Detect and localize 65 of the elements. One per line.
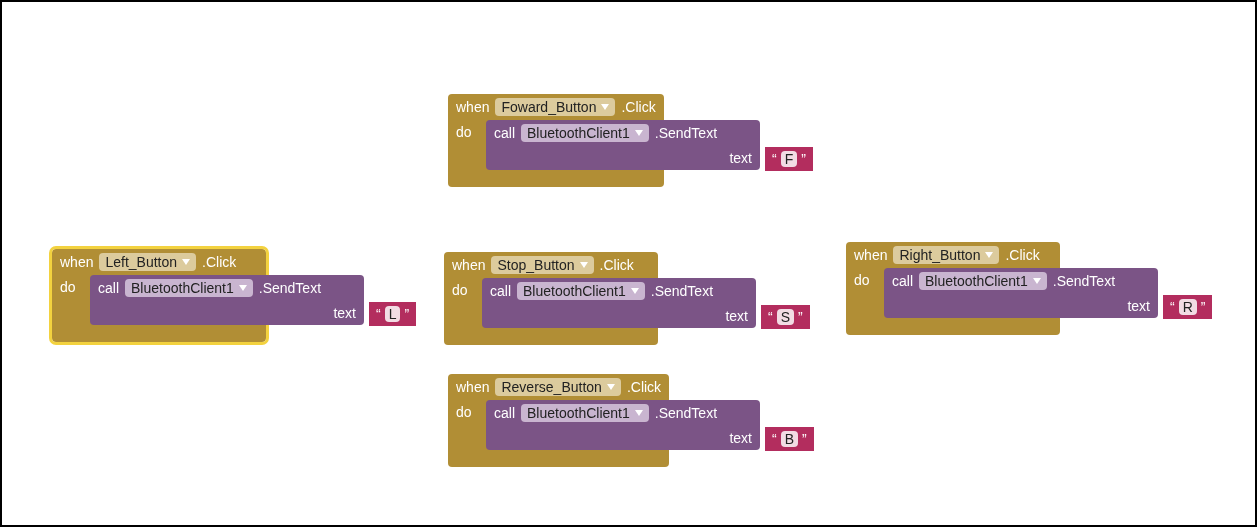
text-value: L — [384, 306, 401, 322]
keyword-label: call — [494, 405, 515, 421]
method-call-block — [90, 275, 364, 325]
text-literal-block — [369, 302, 417, 326]
parameter-label: text — [729, 430, 752, 446]
keyword-label: when — [60, 254, 94, 270]
quote-mark: “ — [772, 151, 777, 167]
text-value: R — [1178, 299, 1197, 315]
quote-mark: ” — [798, 309, 803, 325]
keyword-label: when — [456, 99, 490, 115]
text-literal-block — [761, 305, 810, 329]
quote-mark: ” — [1200, 299, 1206, 315]
quote-mark: ” — [801, 151, 806, 167]
event-name-label: .Click — [621, 99, 656, 115]
dropdown: Stop_Button — [491, 256, 594, 274]
keyword-label: call — [494, 125, 515, 141]
method-name-label: .SendText — [258, 280, 322, 296]
text-literal-block — [765, 427, 814, 451]
text-literal-block — [765, 147, 813, 171]
dropdown: BluetoothClient1 — [521, 124, 649, 142]
keyword-label: do — [456, 404, 472, 420]
dropdown: BluetoothClient1 — [517, 282, 645, 300]
quote-mark: ” — [802, 431, 807, 447]
method-call-block — [486, 400, 760, 450]
keyword-label: call — [892, 273, 913, 289]
dropdown: Foward_Button — [495, 98, 616, 116]
dropdown: BluetoothClient1 — [919, 272, 1047, 290]
text-value: F — [780, 151, 798, 167]
event-name-label: .Click — [1005, 247, 1040, 263]
keyword-label: when — [456, 379, 490, 395]
parameter-label: text — [729, 150, 752, 166]
quote-mark: “ — [376, 306, 381, 322]
keyword-label: do — [456, 124, 472, 140]
quote-mark: ” — [404, 306, 410, 322]
text-value: B — [780, 431, 798, 447]
keyword-label: when — [854, 247, 888, 263]
dropdown: BluetoothClient1 — [521, 404, 649, 422]
text-literal-block — [1163, 295, 1213, 319]
method-name-label: .SendText — [650, 283, 714, 299]
keyword-label: call — [98, 280, 119, 296]
method-call-block — [482, 278, 756, 328]
keyword-label: call — [490, 283, 511, 299]
parameter-label: text — [1127, 298, 1150, 314]
method-name-label: .SendText — [654, 405, 718, 421]
quote-mark: “ — [772, 431, 777, 447]
keyword-label: do — [60, 279, 76, 295]
keyword-label: do — [452, 282, 468, 298]
dropdown: Right_Button — [893, 246, 1000, 264]
method-name-label: .SendText — [654, 125, 718, 141]
quote-mark: “ — [1170, 299, 1175, 315]
method-call-block — [884, 268, 1158, 318]
keyword-label: do — [854, 272, 870, 288]
method-name-label: .SendText — [1052, 273, 1116, 289]
event-name-label: .Click — [202, 254, 237, 270]
parameter-label: text — [333, 305, 356, 321]
parameter-label: text — [725, 308, 748, 324]
keyword-label: when — [452, 257, 486, 273]
dropdown: Left_Button — [99, 253, 197, 271]
event-name-label: .Click — [599, 257, 634, 273]
text-value: S — [776, 309, 794, 325]
dropdown: BluetoothClient1 — [125, 279, 253, 297]
dropdown: Reverse_Button — [495, 378, 621, 396]
event-name-label: .Click — [626, 379, 662, 395]
quote-mark: “ — [768, 309, 773, 325]
method-call-block — [486, 120, 760, 170]
